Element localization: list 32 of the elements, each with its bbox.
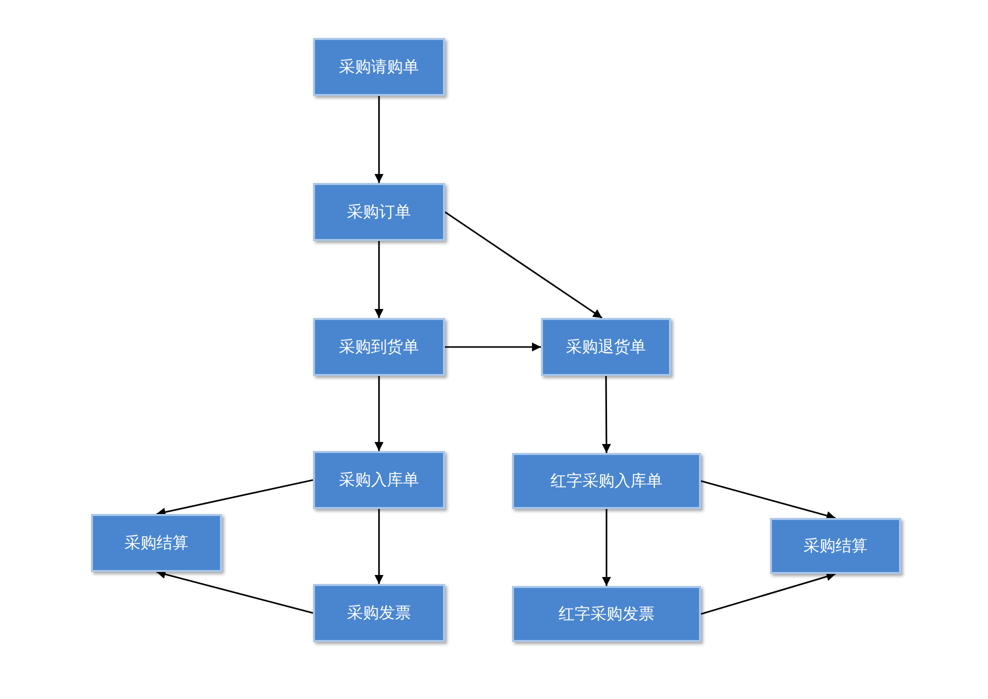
process-box xyxy=(770,518,901,574)
arrow xyxy=(445,342,541,352)
arrow xyxy=(700,572,836,615)
process-box xyxy=(541,318,671,376)
box-label: 采购结算 xyxy=(124,532,188,554)
process-box xyxy=(91,514,222,572)
arrow xyxy=(156,479,314,516)
process-box xyxy=(313,318,445,376)
arrow xyxy=(374,509,384,584)
box-label: 采购退货单 xyxy=(566,336,646,358)
box-label: 红字采购入库单 xyxy=(550,470,662,492)
box-label: 采购订单 xyxy=(347,202,411,222)
box-label: 红字采购发票 xyxy=(558,604,654,624)
process-box xyxy=(313,183,445,241)
arrow xyxy=(700,480,836,520)
box-label: 采购入库单 xyxy=(339,470,419,490)
box-label: 采购发票 xyxy=(347,602,411,624)
arrow xyxy=(374,376,384,451)
process-box xyxy=(313,38,445,96)
box-label: 采购到货单 xyxy=(339,336,419,358)
arrow xyxy=(374,96,384,183)
arrow xyxy=(444,211,603,319)
process-box xyxy=(512,586,701,642)
arrow xyxy=(156,570,314,614)
arrow xyxy=(602,376,611,453)
arrow xyxy=(602,509,611,586)
process-box xyxy=(313,584,445,642)
box-label: 采购结算 xyxy=(804,536,868,556)
arrow xyxy=(374,241,384,318)
box-label: 采购请购单 xyxy=(339,56,419,78)
process-box xyxy=(313,451,445,509)
process-box xyxy=(512,453,701,509)
